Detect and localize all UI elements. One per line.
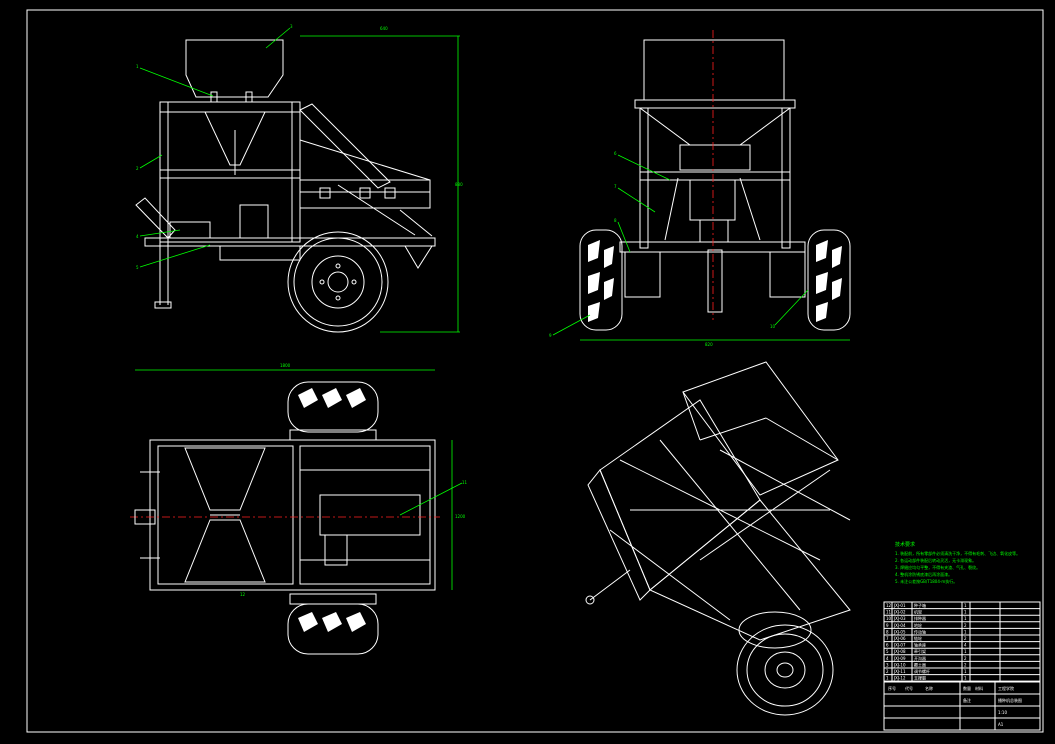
- bom-index: 1: [886, 676, 889, 681]
- dimension-label: 1200: [455, 514, 466, 519]
- dimension-label: 640: [380, 26, 388, 31]
- bom-name: 覆土器: [914, 661, 926, 667]
- drawing-scale: 1:10: [998, 710, 1007, 715]
- bom-code: JXJ-10: [893, 662, 906, 667]
- bom-name: 机架: [914, 609, 922, 615]
- bom-code: JXJ-08: [893, 649, 906, 654]
- part-number: 11: [462, 480, 468, 485]
- bom-name: 链轮: [914, 635, 922, 641]
- note-line: 4. 整机涂防锈底漆后再涂面漆。: [895, 571, 952, 577]
- part-number: 9: [549, 333, 552, 338]
- bom-qty: 4: [964, 643, 967, 648]
- note-line: 5. 未注公差按GB/T1804-m执行。: [895, 578, 957, 584]
- bom-index: 8: [886, 629, 889, 634]
- bom-qty: 2: [964, 623, 967, 628]
- part-number-labels: 1 2 3 4 5 6 7 8 9 10 11 12 880 820 1800 …: [136, 24, 776, 597]
- bom-code: JXJ-09: [893, 656, 906, 661]
- top-view: [130, 369, 463, 655]
- note-line: 3. 焊缝应均匀平整，不得有夹渣、气孔、裂纹。: [895, 564, 980, 570]
- header-material: 材料: [975, 685, 983, 691]
- technical-notes: 技术要求 1. 装配前，所有零部件必须清洗干净，不得有毛刺、飞边、氧化皮等。 2…: [895, 541, 1020, 584]
- part-number: 1: [136, 64, 139, 69]
- bom-index: 3: [886, 662, 889, 667]
- bom-qty: 1: [964, 616, 967, 621]
- rear-view: [552, 30, 851, 341]
- bom-name: 种子箱: [914, 602, 926, 608]
- dimension-label: 880: [455, 182, 463, 187]
- header-qty: 数量: [963, 685, 971, 691]
- header-name: 名称: [925, 685, 933, 691]
- drawing-title: 播种机总装图: [998, 697, 1022, 703]
- bom-code: JXJ-12: [893, 676, 906, 681]
- bom-qty: 1: [964, 610, 967, 615]
- bom-index: 2: [886, 669, 889, 674]
- bom-qty: 2: [964, 636, 967, 641]
- dimension-label: 820: [705, 342, 713, 347]
- bom-code: JXJ-01: [893, 603, 906, 608]
- drawing-border: [26, 9, 1044, 733]
- bom-index: 7: [886, 636, 889, 641]
- part-number: 3: [290, 24, 293, 29]
- part-number: 5: [136, 265, 139, 270]
- header-remark: 备注: [963, 697, 971, 703]
- bom-index: 10: [886, 616, 892, 621]
- bom-qty: 2: [964, 656, 967, 661]
- bom-code: JXJ-06: [893, 636, 906, 641]
- part-number: 8: [614, 218, 617, 223]
- title-block: 工程学院 播种机总装图 1:10 A1 序号 代号 名称 数量 材料 备注: [883, 681, 1041, 731]
- bom-name: 传动轴: [914, 628, 926, 634]
- bom-index: 6: [886, 643, 889, 648]
- bom-code: JXJ-02: [893, 610, 906, 615]
- bom-name: 轴承座: [914, 642, 926, 648]
- isometric-view: [585, 361, 851, 716]
- bom-name: 开沟器: [914, 655, 926, 661]
- sheet-size: A1: [998, 722, 1004, 727]
- bom-qty: 1: [964, 676, 967, 681]
- bom-qty: 1: [964, 603, 967, 608]
- side-view: [135, 27, 460, 333]
- bom-index: 4: [886, 656, 889, 661]
- bom-name: 牵引架: [914, 648, 926, 654]
- note-line: 1. 装配前，所有零部件必须清洗干净，不得有毛刺、飞边、氧化皮等。: [895, 550, 1020, 556]
- bom-qty: 2: [964, 662, 967, 667]
- bom-name: 支撑腿: [914, 675, 926, 681]
- bom-code: JXJ-07: [893, 643, 906, 648]
- part-number: 12: [240, 592, 246, 597]
- bom-qty: 1: [964, 629, 967, 634]
- part-number: 6: [614, 151, 617, 156]
- bom-code: JXJ-03: [893, 616, 906, 621]
- part-number: 4: [136, 234, 139, 239]
- bom-code: JXJ-04: [893, 623, 906, 628]
- bom-index: 9: [886, 623, 889, 628]
- header-index: 序号: [888, 685, 896, 691]
- bom-name: 地轮: [914, 622, 922, 628]
- notes-title: 技术要求: [895, 541, 915, 548]
- dimension-label: 1800: [280, 363, 291, 368]
- part-number: 7: [614, 184, 617, 189]
- header-code: 代号: [905, 685, 913, 691]
- part-number: 2: [136, 166, 139, 171]
- part-number: 10: [770, 324, 776, 329]
- bom-index: 11: [886, 610, 892, 615]
- bom-name: 排种器: [914, 615, 926, 621]
- bom-index: 12: [886, 603, 892, 608]
- bom-name: 调节螺杆: [914, 668, 930, 674]
- note-line: 2. 各运动部件装配后转动灵活，无卡滞现象。: [895, 557, 976, 563]
- bom-qty: 1: [964, 649, 967, 654]
- bom-code: JXJ-05: [893, 629, 906, 634]
- bom-index: 5: [886, 649, 889, 654]
- school-name: 工程学院: [998, 685, 1014, 691]
- bom-qty: 1: [964, 669, 967, 674]
- bom-code: JXJ-11: [893, 669, 906, 674]
